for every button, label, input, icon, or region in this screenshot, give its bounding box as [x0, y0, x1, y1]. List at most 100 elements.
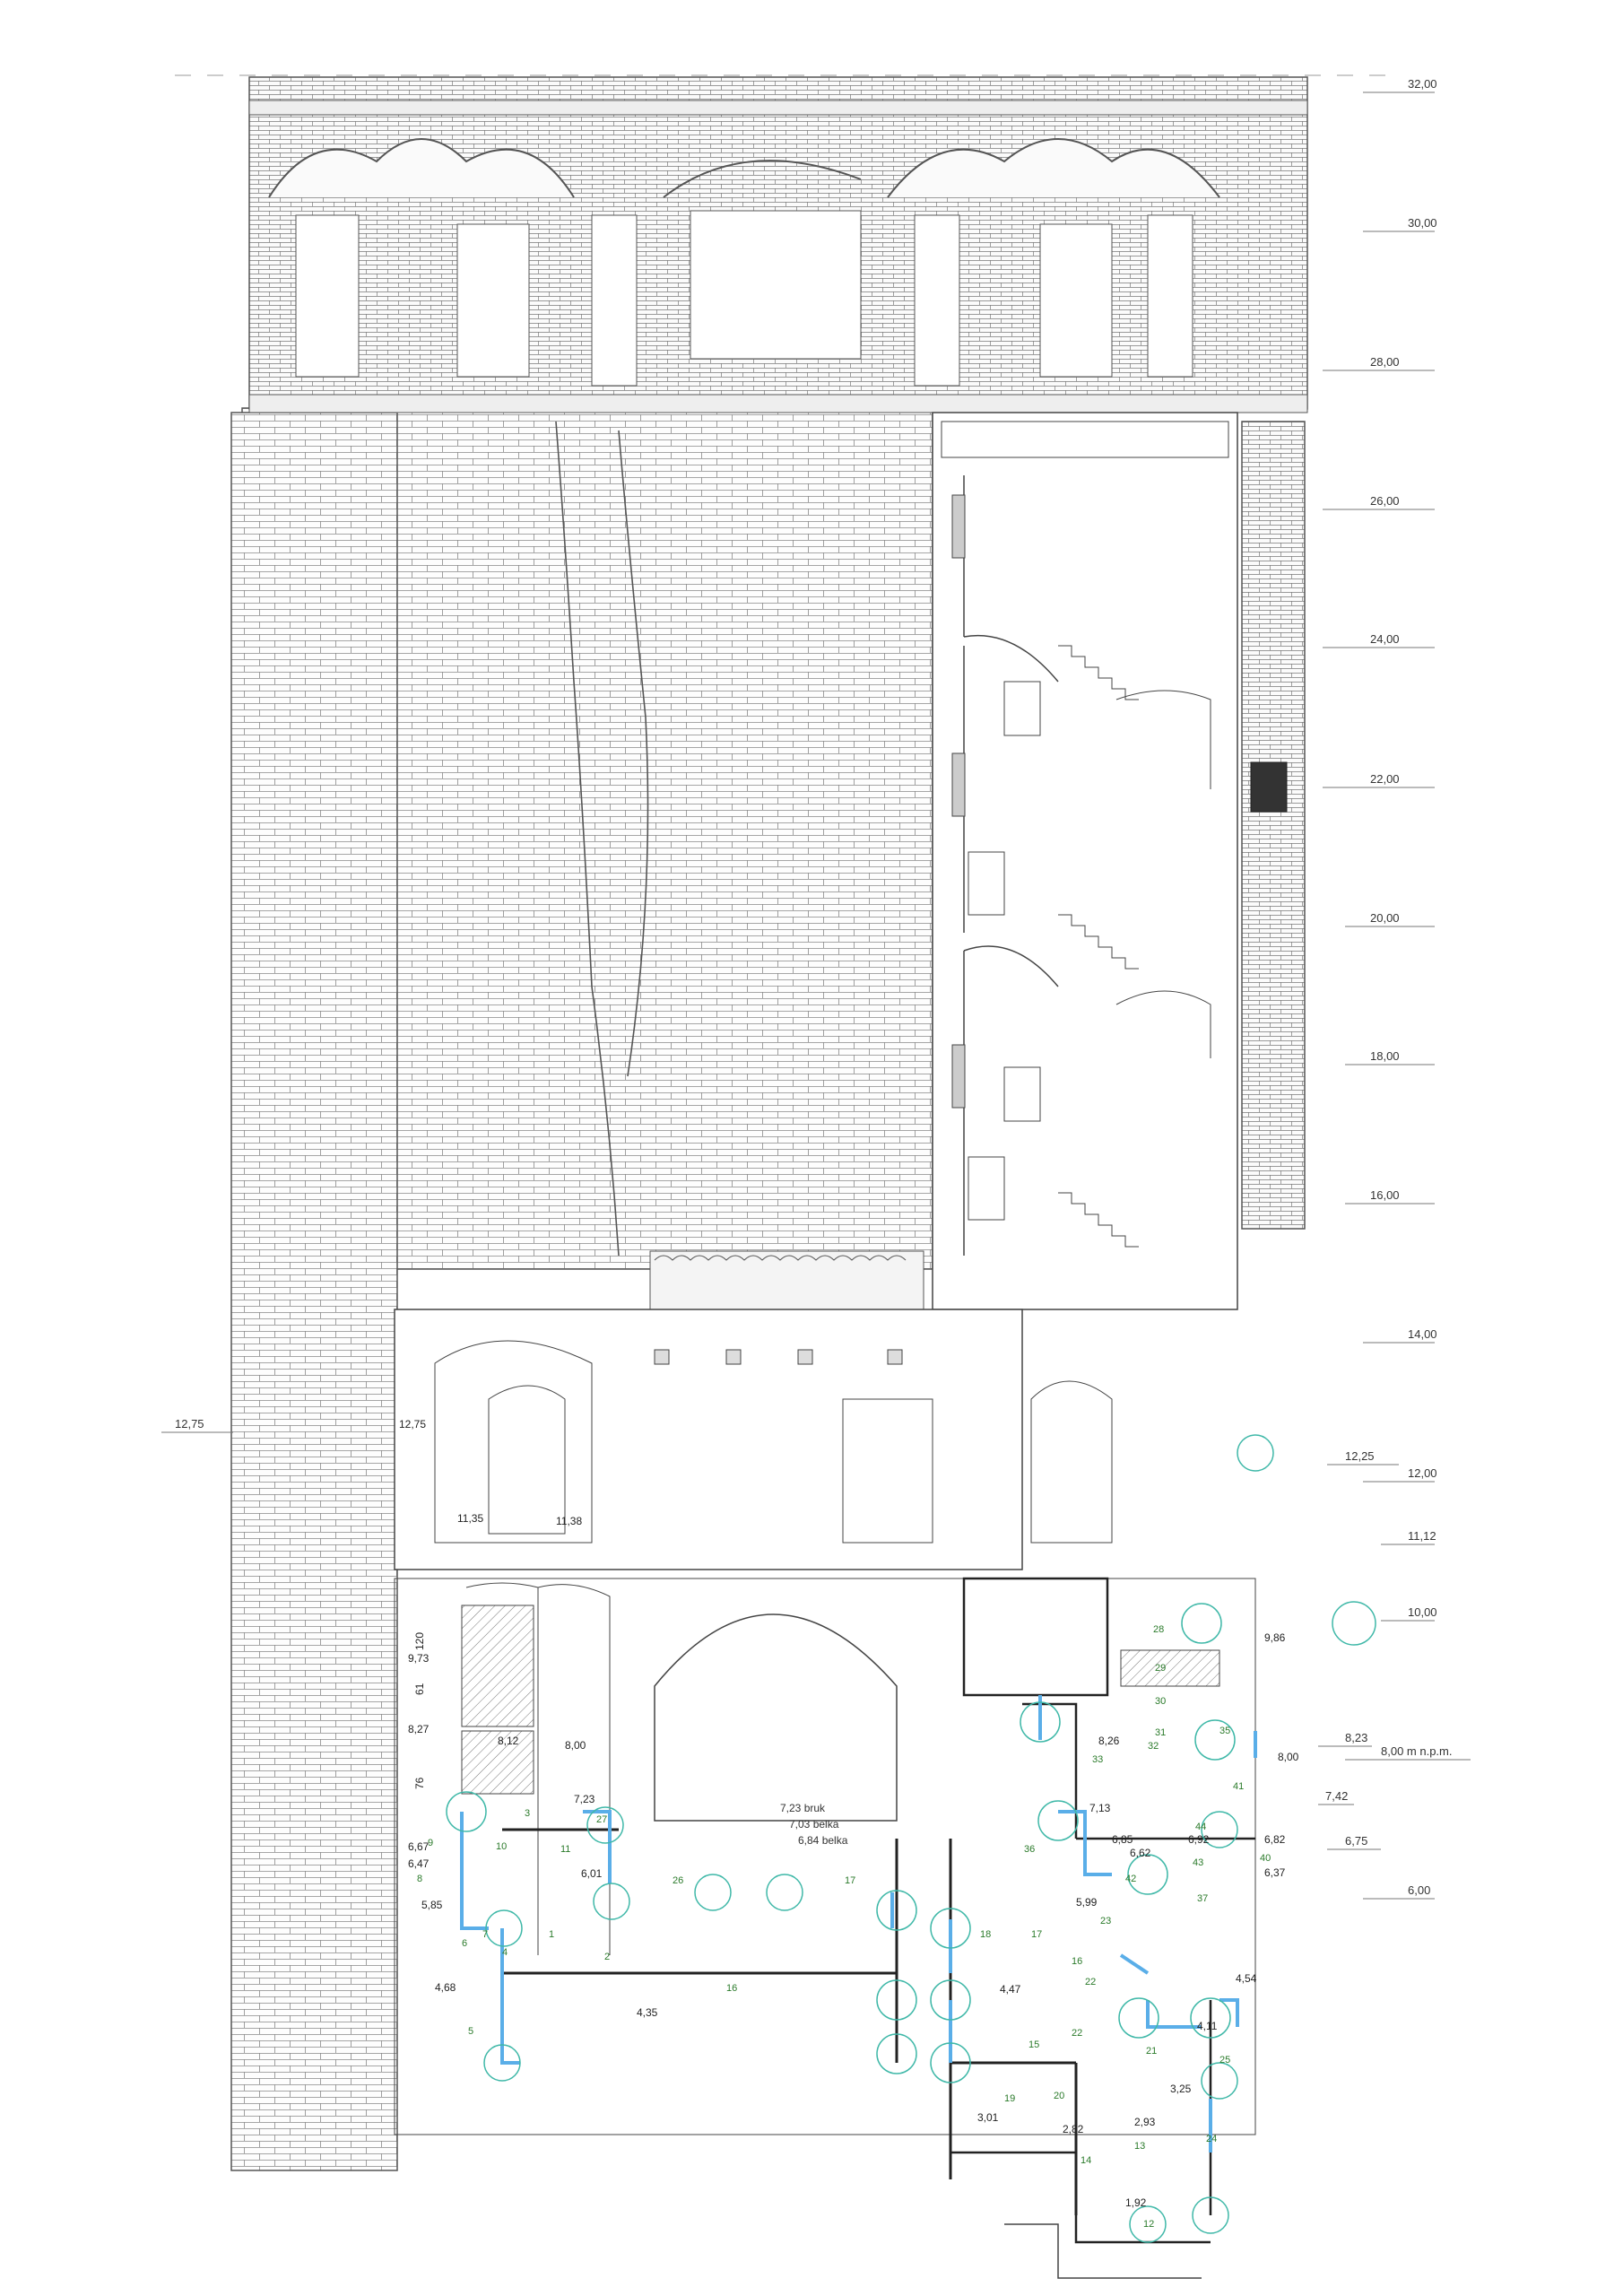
level-label: 8,00 [565, 1739, 586, 1752]
level-label: 18,00 [1370, 1049, 1400, 1063]
circle-number: 4 [502, 1947, 508, 1958]
note-label: 6,84 belka [798, 1834, 848, 1847]
circle-number: 6 [462, 1938, 467, 1949]
note-label: 7,03 belka [789, 1818, 839, 1831]
circle-number: 24 [1206, 2134, 1217, 2144]
level-label: 8,12 [498, 1735, 519, 1747]
level-label: 28,00 [1370, 355, 1400, 369]
level-label: 11,35 [457, 1512, 483, 1525]
circle-number: 9 [428, 1838, 433, 1848]
circle-number: 22 [1085, 1977, 1096, 1987]
level-label: 6,82 [1264, 1833, 1286, 1846]
circle-number: 36 [1024, 1844, 1035, 1855]
circle-number: 16 [1072, 1956, 1082, 1967]
level-label: 14,00 [1408, 1327, 1437, 1341]
level-label: 6,01 [581, 1867, 603, 1880]
circle-number: 5 [468, 2026, 473, 2037]
level-label: 32,00 [1408, 77, 1437, 91]
circle-number: 33 [1092, 1754, 1103, 1765]
circle-number: 28 [1153, 1624, 1164, 1635]
level-label: 3,25 [1170, 2083, 1192, 2095]
level-label: 6,62 [1130, 1847, 1151, 1859]
circle-number: 7 [482, 1929, 488, 1940]
circle-numbers: 1 2 3 4 5 6 7 8 9 10 11 12 13 14 15 16 1… [417, 1624, 1271, 2230]
circle-number: 20 [1054, 2091, 1064, 2101]
dimension-labels: 120 61 76 [413, 1632, 426, 1789]
level-label: 4,47 [1000, 1983, 1021, 1996]
level-label: 12,00 [1408, 1466, 1437, 1480]
level-label: 7,42 [1325, 1789, 1348, 1803]
crack-lines [555, 421, 649, 1257]
circle-number: 22 [1072, 2028, 1082, 2039]
circle-number: 35 [1219, 1726, 1230, 1736]
section-level-labels: 12,75 11,35 11,38 9,73 8,27 8,12 8,00 7,… [399, 1418, 1299, 2209]
circle-number: 23 [1100, 1916, 1111, 1926]
level-label: 11,38 [556, 1515, 582, 1527]
level-label: 8,00 [1278, 1751, 1299, 1763]
level-label: 5,99 [1076, 1896, 1098, 1909]
level-label: 6,37 [1264, 1866, 1286, 1879]
circle-number: 18 [980, 1929, 991, 1940]
circle-number: 12 [1143, 2219, 1154, 2230]
circle-number: 41 [1233, 1781, 1244, 1792]
circle-number: 10 [496, 1841, 507, 1852]
note-label: 7,23 bruk [780, 1802, 826, 1814]
level-label: 7,23 [574, 1793, 595, 1805]
annotation-circles [446, 1434, 1376, 2243]
cellar-section [394, 1577, 1256, 2279]
level-label: 8,00 m n.p.m. [1381, 1744, 1452, 1758]
circle-number: 25 [1219, 2055, 1230, 2066]
level-label: 6,67 [408, 1840, 430, 1853]
level-label: 6,75 [1345, 1834, 1367, 1848]
level-label: 6,47 [408, 1857, 430, 1870]
circle-number: 14 [1081, 2155, 1091, 2166]
level-label: 3,01 [977, 2111, 999, 2124]
circle-number: 19 [1004, 2093, 1015, 2104]
level-label: 24,00 [1370, 632, 1400, 646]
circle-number: 32 [1148, 1741, 1159, 1752]
circle-number: 26 [673, 1875, 683, 1886]
circle-number: 31 [1155, 1727, 1166, 1738]
right-level-labels: 32,00 30,00 28,00 26,00 24,00 22,00 20,0… [175, 77, 1452, 1897]
level-label: 8,23 [1345, 1731, 1367, 1744]
level-label: 2,82 [1063, 2123, 1084, 2135]
level-label: 6,00 [1408, 1883, 1430, 1897]
circle-number: 17 [1031, 1929, 1042, 1940]
level-label: 4,35 [637, 2006, 658, 2019]
circle-number: 13 [1134, 2141, 1145, 2152]
level-label: 9,73 [408, 1652, 430, 1665]
level-label: 8,27 [408, 1723, 430, 1735]
level-label: 1,92 [1125, 2196, 1147, 2209]
level-label: 20,00 [1370, 911, 1400, 925]
circle-number: 30 [1155, 1696, 1166, 1707]
level-label: 30,00 [1408, 216, 1437, 230]
tower-masonry [230, 407, 1306, 2171]
level-label: 26,00 [1370, 494, 1400, 508]
section-notes: 7,23 bruk 7,03 belka 6,84 belka [780, 1802, 848, 1847]
circle-number: 37 [1197, 1893, 1208, 1904]
level-label: 4,11 [1197, 2020, 1218, 2032]
level-label: 16,00 [1370, 1188, 1400, 1202]
right-level-scale [161, 91, 1471, 1900]
circle-number: 16 [726, 1983, 737, 1994]
level-label: 5,85 [421, 1899, 443, 1911]
level-label: 12,25 [1345, 1449, 1375, 1463]
level-label: 2,93 [1134, 2116, 1156, 2128]
lower-buildings [394, 1309, 1113, 1570]
level-label: 6,85 [1112, 1833, 1133, 1846]
circle-number: 44 [1195, 1822, 1206, 1832]
lower-roof [649, 1250, 924, 1310]
circle-number: 17 [845, 1875, 855, 1886]
circle-number: 1 [549, 1929, 554, 1940]
level-label: 11,12 [1408, 1529, 1436, 1543]
circle-number: 2 [604, 1952, 610, 1962]
circle-number: 21 [1146, 2046, 1157, 2057]
level-label: 9,86 [1264, 1631, 1286, 1644]
dimension-label: 61 [413, 1683, 426, 1695]
circle-number: 3 [525, 1808, 530, 1819]
circle-number: 15 [1028, 2039, 1039, 2050]
interior-section [932, 412, 1288, 1310]
circle-number: 11 [560, 1844, 570, 1855]
left-level-label: 12,75 [175, 1417, 204, 1431]
